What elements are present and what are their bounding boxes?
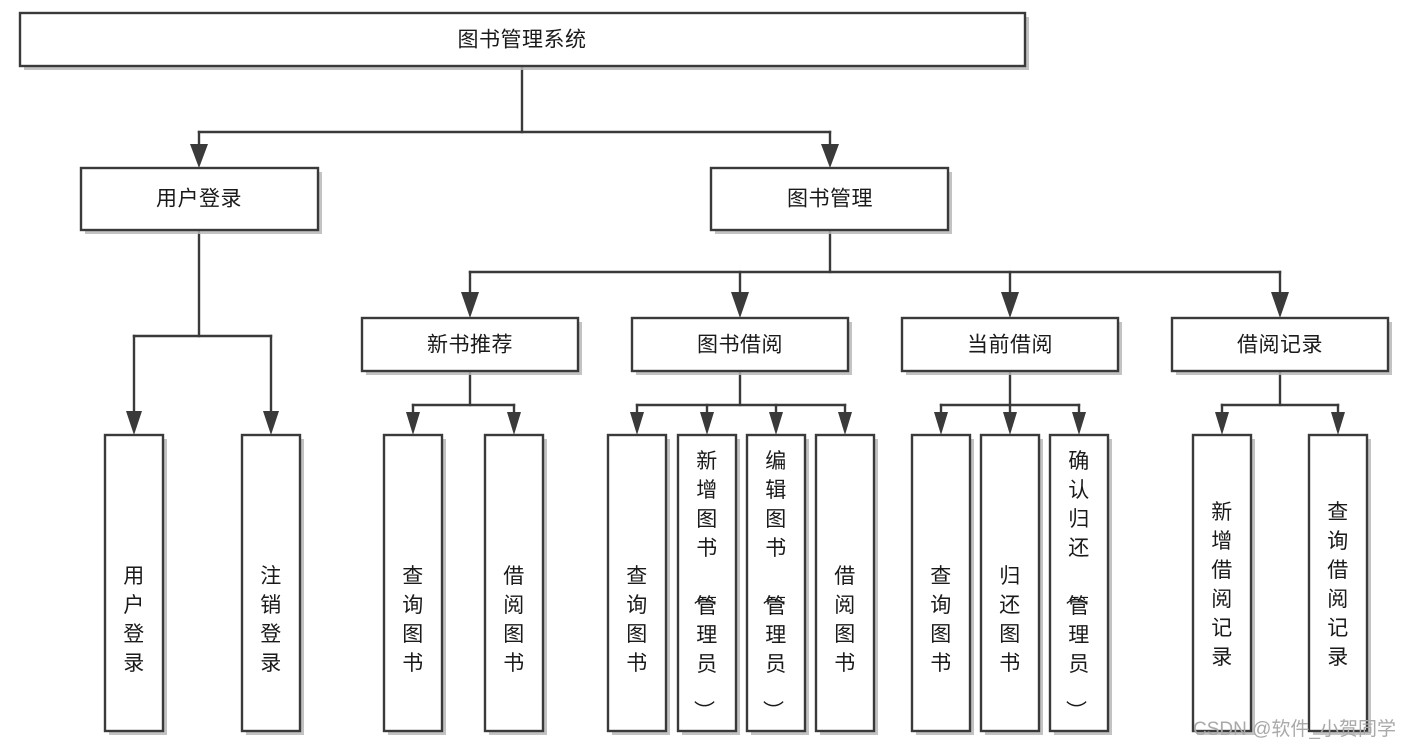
node-user-login[interactable]: 用户登录	[79, 166, 322, 234]
node-leaf-add-record-box[interactable]	[1191, 433, 1253, 733]
node-leaf-query-book-1-box[interactable]	[382, 433, 444, 733]
arrow-borrowrecord-leaf-2-icon	[1331, 412, 1345, 435]
node-leaf-user-logout[interactable]: 注销登录	[240, 433, 304, 735]
arrow-bookborrow-leaf-3-icon	[769, 412, 783, 435]
node-borrow-record-label: 借阅记录	[1237, 334, 1323, 357]
node-leaf-edit-book-label: 编辑图书（管理员）	[760, 450, 787, 722]
node-leaf-confirm-return[interactable]: 确认归还（管理员）	[1048, 433, 1112, 735]
node-book-borrow-label: 图书借阅	[697, 334, 783, 357]
node-book-management[interactable]: 图书管理	[709, 166, 952, 234]
node-leaf-borrow-book-2[interactable]: 借阅图书	[814, 433, 878, 735]
node-root-label: 图书管理系统	[458, 29, 587, 52]
node-current-borrow-label: 当前借阅	[967, 334, 1053, 357]
node-leaf-user-login-box[interactable]	[103, 433, 165, 733]
node-leaf-query-record[interactable]: 查询借阅记录	[1307, 433, 1371, 735]
node-leaf-query-book-3-box[interactable]	[910, 433, 972, 733]
node-leaf-query-book-1[interactable]: 查询图书	[382, 433, 446, 735]
node-leaf-user-logout-box[interactable]	[240, 433, 302, 733]
node-current-borrow-box[interactable]	[900, 316, 1120, 373]
node-leaf-return-book[interactable]: 归还图书	[979, 433, 1043, 735]
node-current-borrow[interactable]: 当前借阅	[900, 316, 1122, 375]
arrow-root-to-user-login-icon	[190, 144, 208, 168]
connector-layer	[126, 64, 1345, 435]
node-new-book-recommend-box[interactable]	[360, 316, 580, 373]
watermark-label: CSDN @软件_小贺同学	[1193, 718, 1396, 740]
arrow-bm-to-new-book-icon	[461, 292, 479, 318]
arrow-currentborrow-leaf-2-icon	[1003, 412, 1017, 435]
node-leaf-query-book-2-label: 查询图书	[626, 565, 648, 675]
node-leaf-query-book-3-label: 查询图书	[930, 565, 952, 675]
node-leaf-query-record-box[interactable]	[1307, 433, 1369, 733]
node-leaf-borrow-book-1-box[interactable]	[483, 433, 545, 733]
node-book-borrow-box[interactable]	[630, 316, 850, 373]
node-new-book-recommend-label: 新书推荐	[427, 334, 513, 357]
node-leaf-query-book-2-box[interactable]	[606, 433, 668, 733]
node-leaf-borrow-book-1-label: 借阅图书	[503, 565, 525, 675]
node-leaf-user-login-label: 用户登录	[123, 565, 145, 675]
arrow-newbook-leaf-2-icon	[507, 412, 521, 435]
node-leaf-add-book-box[interactable]	[676, 433, 738, 733]
node-borrow-record[interactable]: 借阅记录	[1170, 316, 1392, 375]
arrow-user-login-leaf-1-icon	[126, 411, 142, 435]
arrow-user-login-leaf-2-icon	[263, 411, 279, 435]
arrow-bookborrow-leaf-4-icon	[838, 412, 852, 435]
arrow-bm-to-current-borrow-icon	[1001, 292, 1019, 318]
node-leaf-borrow-book-1[interactable]: 借阅图书	[483, 433, 547, 735]
node-leaf-return-book-label: 归还图书	[999, 565, 1021, 675]
node-leaf-return-book-box[interactable]	[979, 433, 1041, 733]
node-leaf-add-book[interactable]: 新增图书（管理员）	[676, 433, 740, 735]
node-leaf-confirm-return-box[interactable]	[1048, 433, 1110, 733]
node-leaf-borrow-book-2-box[interactable]	[814, 433, 876, 733]
node-user-login-box[interactable]	[79, 166, 320, 232]
node-leaf-borrow-book-2-label: 借阅图书	[834, 565, 856, 675]
node-leaf-edit-book-box[interactable]	[745, 433, 807, 733]
arrow-borrowrecord-leaf-1-icon	[1215, 412, 1229, 435]
arrow-bm-to-borrow-record-icon	[1271, 292, 1289, 318]
arrow-currentborrow-leaf-1-icon	[934, 412, 948, 435]
arrow-root-to-book-management-icon	[821, 144, 839, 168]
node-borrow-record-box[interactable]	[1170, 316, 1390, 373]
node-leaf-add-book-label: 新增图书（管理员）	[691, 450, 718, 722]
node-leaf-edit-book[interactable]: 编辑图书（管理员）	[745, 433, 809, 735]
arrow-bm-to-book-borrow-icon	[731, 292, 749, 318]
node-book-borrow[interactable]: 图书借阅	[630, 316, 852, 375]
node-leaf-add-record-label: 新增借阅记录	[1211, 501, 1233, 669]
node-leaf-query-book-3[interactable]: 查询图书	[910, 433, 974, 735]
node-book-management-label: 图书管理	[787, 188, 873, 211]
node-book-management-box[interactable]	[709, 166, 950, 232]
node-leaf-add-record[interactable]: 新增借阅记录	[1191, 433, 1255, 735]
node-root-box[interactable]	[18, 11, 1027, 68]
node-leaf-query-book-2[interactable]: 查询图书	[606, 433, 670, 735]
node-leaf-user-login[interactable]: 用户登录	[103, 433, 167, 735]
arrow-currentborrow-leaf-3-icon	[1072, 412, 1086, 435]
node-leaf-query-book-1-label: 查询图书	[402, 565, 424, 675]
arrow-bookborrow-leaf-2-icon	[700, 412, 714, 435]
arrow-bookborrow-leaf-1-icon	[630, 412, 644, 435]
node-leaf-query-record-label: 查询借阅记录	[1327, 501, 1349, 669]
node-user-login-label: 用户登录	[156, 188, 242, 211]
node-root[interactable]: 图书管理系统	[18, 11, 1029, 70]
arrow-newbook-leaf-1-icon	[406, 412, 420, 435]
node-leaf-confirm-return-label: 确认归还（管理员）	[1063, 450, 1090, 722]
node-new-book-recommend[interactable]: 新书推荐	[360, 316, 582, 375]
node-leaf-user-logout-label: 注销登录	[260, 565, 282, 675]
